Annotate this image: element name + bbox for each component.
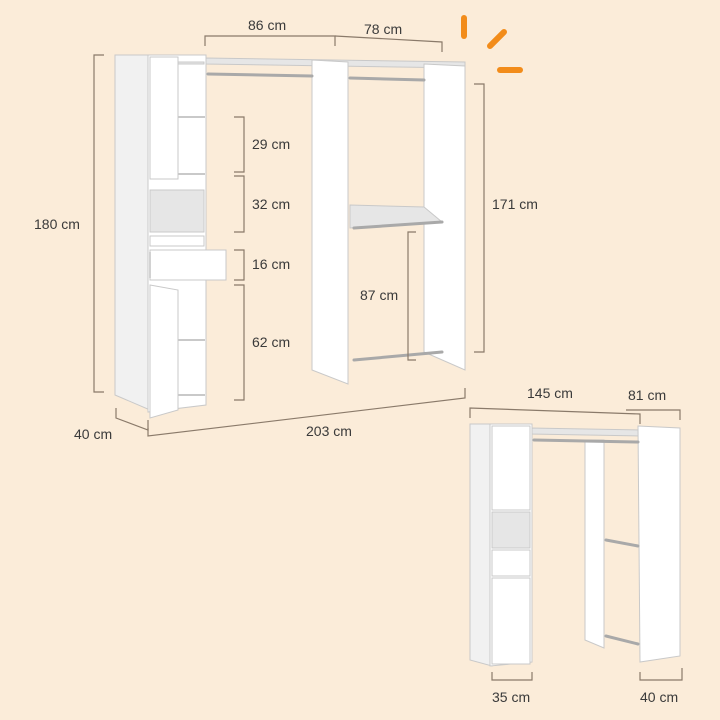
dim-line bbox=[234, 116, 245, 173]
dim-line bbox=[639, 668, 683, 681]
top-rail-back bbox=[529, 427, 641, 437]
right-end-panel bbox=[637, 425, 681, 663]
hanging-rod bbox=[352, 350, 444, 362]
rear-divider bbox=[584, 439, 605, 649]
dim-label-total-width: 203 cm bbox=[306, 423, 352, 439]
dim-line bbox=[147, 388, 466, 437]
dim-line bbox=[93, 54, 104, 393]
hanging-rod bbox=[352, 220, 444, 230]
column-side bbox=[469, 423, 493, 667]
dim-label-depth: 40 cm bbox=[74, 426, 112, 442]
middle-divider bbox=[311, 59, 349, 385]
lower-door[interactable] bbox=[491, 577, 531, 665]
dim-line bbox=[491, 672, 533, 681]
shelf bbox=[177, 61, 205, 65]
hanging-rod bbox=[604, 634, 640, 646]
drawer[interactable] bbox=[149, 249, 227, 281]
dim-line bbox=[234, 284, 245, 401]
drawer-rail bbox=[149, 235, 205, 247]
dim-label-hanging: 87 cm bbox=[360, 287, 398, 303]
hanging-rod bbox=[604, 538, 640, 548]
dim-line bbox=[234, 249, 245, 281]
hanging-rod bbox=[532, 438, 640, 444]
dim-label-top-left: 86 cm bbox=[248, 17, 286, 33]
lower-door[interactable] bbox=[149, 284, 179, 419]
dim-label-compartment-1: 29 cm bbox=[252, 136, 290, 152]
dim-line bbox=[115, 408, 149, 431]
dim-label-drawer: 16 cm bbox=[252, 256, 290, 272]
dim-line bbox=[469, 407, 641, 424]
dim-line bbox=[204, 35, 336, 46]
dim-line bbox=[474, 83, 485, 353]
dim-line bbox=[334, 35, 443, 52]
left-column-side bbox=[114, 54, 151, 411]
upper-door[interactable] bbox=[149, 56, 179, 180]
sparkle-icon bbox=[461, 15, 523, 73]
dim-line bbox=[626, 409, 681, 420]
upper-door[interactable] bbox=[491, 425, 531, 511]
dim-label-top-right-width: 81 cm bbox=[628, 387, 666, 403]
compact-wardrobe: 145 cm 81 cm 35 cm 40 cm bbox=[469, 385, 683, 705]
dim-line bbox=[234, 175, 245, 233]
dim-label-top-right: 78 cm bbox=[364, 21, 402, 37]
hanging-rod bbox=[206, 72, 314, 78]
dim-label-right-height: 171 cm bbox=[492, 196, 538, 212]
dim-line bbox=[407, 231, 416, 361]
main-wardrobe: 86 cm 78 cm 180 cm 29 cm 32 cm 16 cm 62 … bbox=[34, 17, 538, 442]
dim-label-compartment-bottom: 62 cm bbox=[252, 334, 290, 350]
open-niche bbox=[491, 511, 531, 549]
dim-label-top-width: 145 cm bbox=[527, 385, 573, 401]
dim-label-right-depth: 40 cm bbox=[640, 689, 678, 705]
drawer[interactable] bbox=[491, 549, 531, 577]
dim-label-column-depth: 35 cm bbox=[492, 689, 530, 705]
right-end-panel bbox=[423, 63, 466, 371]
open-niche bbox=[149, 189, 205, 233]
dim-label-height: 180 cm bbox=[34, 216, 80, 232]
hanging-rod bbox=[348, 76, 426, 82]
dim-label-compartment-2: 32 cm bbox=[252, 196, 290, 212]
